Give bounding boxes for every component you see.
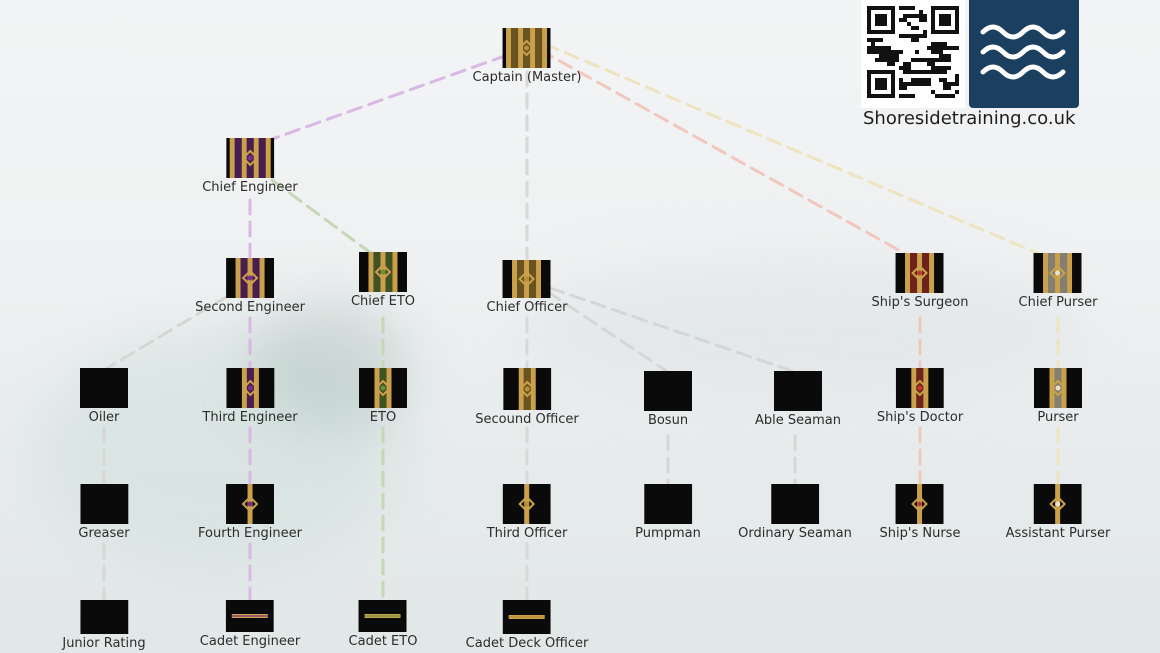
node-label: ETO xyxy=(369,410,397,425)
node-greaser: Greaser xyxy=(78,484,130,541)
node-cadet-deck-officer: Cadet Deck Officer xyxy=(465,600,589,651)
node-label: Fourth Engineer xyxy=(198,526,302,541)
node-label: Chief Engineer xyxy=(202,180,298,195)
one-stripe-epaulette-icon xyxy=(895,484,944,524)
node-label: Bosun xyxy=(647,413,689,428)
node-cadet-eto: Cadet ETO xyxy=(348,600,418,649)
node-label: Third Officer xyxy=(486,526,568,541)
node-captain: Captain (Master) xyxy=(472,28,582,85)
node-ships-surgeon: Ship's Surgeon xyxy=(871,253,969,310)
node-label: Able Seaman xyxy=(755,413,841,428)
plain-epaulette-icon xyxy=(80,484,128,524)
node-chief-purser: Chief Purser xyxy=(1018,253,1098,310)
node-ships-nurse: Ship's Nurse xyxy=(879,484,961,541)
node-label: Ship's Doctor xyxy=(876,410,964,425)
node-second-engineer: Second Engineer xyxy=(195,258,305,315)
four-stripe-epaulette-icon xyxy=(225,138,274,178)
node-junior-rating: Junior Rating xyxy=(62,600,146,651)
connector-second-engineer-oiler xyxy=(102,294,230,372)
node-ships-doctor: Ship's Doctor xyxy=(877,368,963,425)
two-stripe-epaulette-icon xyxy=(359,368,407,408)
three-stripe-epaulette-icon xyxy=(1033,253,1082,293)
connector-chief-engineer-chief-eto xyxy=(270,178,385,264)
three-stripe-epaulette-icon xyxy=(226,258,274,298)
node-bosun: Bosun xyxy=(644,371,692,428)
node-second-officer: Secound Officer xyxy=(475,368,579,427)
one-stripe-epaulette-icon xyxy=(1033,484,1082,524)
node-label: Chief Officer xyxy=(486,300,568,315)
cadet-epaulette-icon xyxy=(358,600,407,632)
node-label: Assistant Purser xyxy=(1005,526,1111,541)
node-third-engineer: Third Engineer xyxy=(202,368,298,425)
brand-url[interactable]: Shoresidetraining.co.uk xyxy=(863,108,1076,129)
plain-epaulette-icon xyxy=(643,484,692,524)
plain-epaulette-icon xyxy=(773,371,822,411)
node-pumpman: Pumpman xyxy=(635,484,701,541)
node-label: Second Engineer xyxy=(195,300,305,315)
two-stripe-epaulette-icon xyxy=(225,368,274,408)
connector-captain-chief-purser xyxy=(543,42,1060,264)
three-stripe-epaulette-icon xyxy=(503,260,551,298)
plain-epaulette-icon xyxy=(80,368,128,408)
node-ordinary-seaman: Ordinary Seaman xyxy=(738,484,852,541)
plain-epaulette-icon xyxy=(644,371,692,411)
qr-code-graphic xyxy=(867,6,959,98)
node-label: Captain (Master) xyxy=(472,70,582,85)
node-assistant-purser: Assistant Purser xyxy=(1005,484,1111,541)
node-eto: ETO xyxy=(359,368,407,425)
waves-icon xyxy=(969,0,1079,108)
node-label: Cadet ETO xyxy=(348,634,418,649)
connector-captain-ships-surgeon xyxy=(538,48,922,264)
node-label: Pumpman xyxy=(635,526,701,541)
one-stripe-epaulette-icon xyxy=(503,484,551,524)
three-stripe-epaulette-icon xyxy=(895,253,944,293)
node-chief-eto: Chief ETO xyxy=(351,252,415,309)
two-stripe-epaulette-icon xyxy=(896,368,944,408)
one-stripe-epaulette-icon xyxy=(225,484,274,524)
brand-block: Shoresidetraining.co.uk xyxy=(861,0,1081,135)
node-label: Ship's Surgeon xyxy=(871,295,969,310)
qr-code-icon xyxy=(861,0,965,108)
four-stripe-epaulette-icon xyxy=(502,28,551,68)
connector-chief-officer-bosun xyxy=(546,290,670,374)
node-label: Greaser xyxy=(78,526,130,541)
node-chief-officer: Chief Officer xyxy=(486,260,568,315)
node-label: Cadet Engineer xyxy=(199,634,301,649)
connector-chief-officer-able-seaman xyxy=(548,286,797,374)
node-label: Purser xyxy=(1037,410,1079,425)
two-stripe-epaulette-icon xyxy=(1034,368,1082,408)
three-stripe-epaulette-icon xyxy=(359,252,407,292)
plain-epaulette-icon xyxy=(771,484,819,524)
node-fourth-engineer: Fourth Engineer xyxy=(198,484,302,541)
node-third-officer: Third Officer xyxy=(486,484,568,541)
plain-epaulette-icon xyxy=(80,600,128,634)
node-label: Ordinary Seaman xyxy=(738,526,852,541)
node-label: Cadet Deck Officer xyxy=(465,636,589,651)
connector-captain-chief-engineer xyxy=(248,46,529,149)
node-label: Junior Rating xyxy=(62,636,146,651)
node-label: Third Engineer xyxy=(202,410,298,425)
node-cadet-engineer: Cadet Engineer xyxy=(200,600,300,649)
node-label: Ship's Nurse xyxy=(879,526,961,541)
node-label: Oiler xyxy=(88,410,120,425)
node-chief-engineer: Chief Engineer xyxy=(202,138,298,195)
node-purser: Purser xyxy=(1034,368,1082,425)
node-oiler: Oiler xyxy=(80,368,128,425)
node-label: Chief ETO xyxy=(350,294,416,309)
cadet-epaulette-icon xyxy=(225,600,274,632)
cadet-epaulette-icon xyxy=(502,600,551,634)
node-label: Chief Purser xyxy=(1018,295,1098,310)
node-able-seaman: Able Seaman xyxy=(755,371,841,428)
two-stripe-epaulette-icon xyxy=(502,368,551,410)
node-label: Secound Officer xyxy=(475,412,579,427)
